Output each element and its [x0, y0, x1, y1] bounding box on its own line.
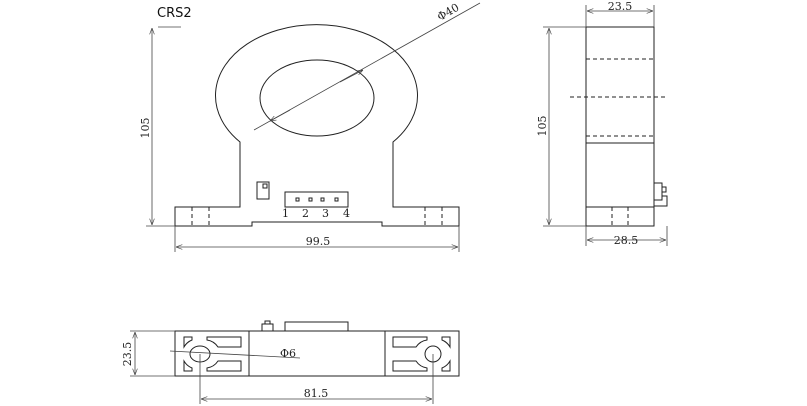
- pin-label: 2: [302, 207, 309, 220]
- indicator-component: [256, 181, 270, 200]
- mount-hole-left: [183, 336, 242, 372]
- center-hole: [259, 59, 375, 137]
- mount-hole-right: [392, 336, 451, 372]
- connector-top: [284, 321, 349, 332]
- diameter-dimension: Φ40: [435, 1, 461, 24]
- width-dimension: 99.5: [306, 235, 331, 248]
- pin-label: 4: [343, 207, 350, 220]
- mount-hole-diameter: Φ6: [280, 347, 296, 360]
- hole-spacing-dimension: 81.5: [304, 387, 329, 400]
- top-width-dimension: 23.5: [608, 0, 633, 13]
- bottom-view: Φ6 23.5 81.5: [121, 320, 460, 404]
- pin-label: 1: [282, 207, 289, 220]
- bottom-width-dimension: 28.5: [614, 234, 639, 247]
- side-height-dimension: 105: [536, 116, 549, 137]
- depth-dimension: 23.5: [121, 342, 134, 367]
- sensor-body-outline: [174, 24, 460, 227]
- side-view: 23.5 105 28.5: [536, 0, 668, 247]
- height-dimension: 105: [139, 118, 152, 139]
- connector: [284, 191, 349, 208]
- side-body: [585, 26, 655, 227]
- model-title: CRS2: [157, 6, 192, 21]
- pin-label: 3: [322, 207, 329, 220]
- front-view: 1 2 3 4 105 99.5 Φ40: [139, 1, 481, 252]
